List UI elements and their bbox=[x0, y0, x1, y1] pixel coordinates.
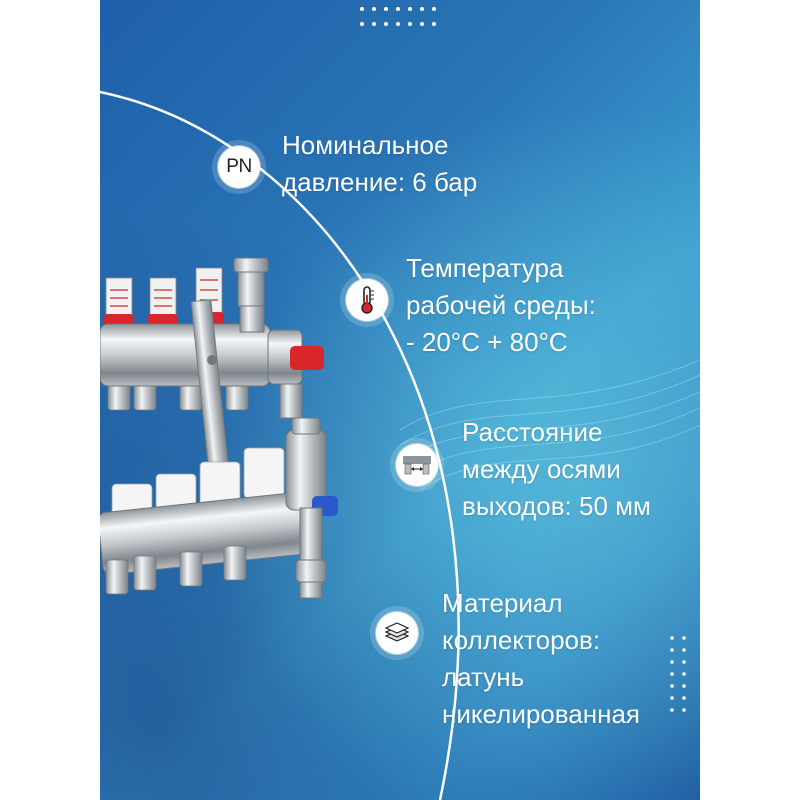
feature-line: рабочей среды: bbox=[406, 290, 596, 320]
feature-line: между осями bbox=[462, 454, 621, 484]
upper-manifold-bar bbox=[100, 323, 271, 387]
feature-material: Материал коллекторов: латунь никелирован… bbox=[442, 585, 640, 733]
thermometer-icon bbox=[346, 279, 388, 321]
dot-grid-top bbox=[360, 7, 436, 26]
feature-line: - 20°C + 80°C bbox=[406, 327, 568, 357]
pn-icon-label: PN bbox=[226, 156, 252, 177]
feature-line: Номинальное bbox=[282, 130, 449, 160]
feature-line: коллекторов: bbox=[442, 625, 601, 655]
feature-line: выходов: 50 мм bbox=[462, 491, 651, 521]
feature-line: латунь bbox=[442, 662, 525, 692]
feature-line: никелированная bbox=[442, 699, 640, 729]
material-sheets-icon bbox=[376, 612, 418, 654]
white-arc bbox=[100, 90, 460, 800]
manifold-product-image bbox=[100, 257, 338, 599]
lower-end-valve bbox=[285, 417, 338, 599]
feature-line: Материал bbox=[442, 588, 563, 618]
feature-pressure: Номинальное давление: 6 бар bbox=[282, 127, 477, 201]
upper-end-valve bbox=[233, 257, 324, 419]
feature-line: Температура bbox=[406, 253, 564, 283]
decorative-lines bbox=[100, 7, 700, 800]
outlet-spacing-icon bbox=[396, 444, 438, 486]
dot-grid-right bbox=[670, 636, 686, 712]
feature-temperature: Температура рабочей среды: - 20°C + 80°C bbox=[406, 250, 596, 361]
pn-pressure-icon: PN bbox=[218, 146, 260, 188]
feature-spacing: Расстояние между осями выходов: 50 мм bbox=[462, 414, 651, 525]
feature-line: Расстояние bbox=[462, 417, 603, 447]
infographic-panel: PN Номинальное давление: 6 бар Температу… bbox=[100, 0, 700, 800]
feature-line: давление: 6 бар bbox=[282, 167, 478, 197]
